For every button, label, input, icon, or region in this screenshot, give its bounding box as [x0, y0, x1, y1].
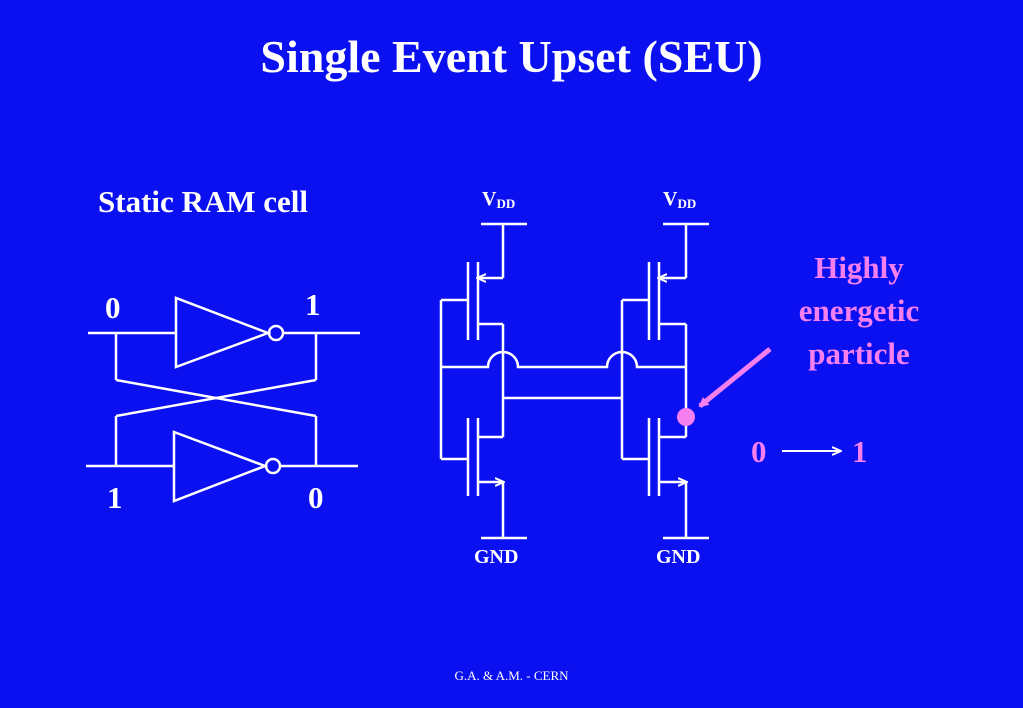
gnd-left-label: GND [474, 546, 519, 568]
footer-credit: G.A. & A.M. - CERN [454, 668, 569, 683]
particle-arrow [698, 347, 772, 408]
particle-line-1: Highly [814, 250, 904, 285]
inverter-top [174, 296, 272, 369]
strike-node-dot [677, 408, 695, 426]
flip-to-value: 1 [852, 434, 868, 469]
inverter-bottom [172, 430, 269, 503]
cross-wire-upper [441, 350, 686, 369]
particle-label: Highly energetic particle [770, 246, 948, 375]
top-right-bit: 1 [305, 287, 321, 322]
vdd-right-label: VDD [663, 188, 697, 211]
bottom-left-bit: 1 [107, 480, 123, 515]
vdd-left-label: VDD [482, 188, 516, 211]
cmos-circuit [439, 222, 709, 540]
sram-label: Static RAM cell [98, 184, 309, 219]
flip-from-value: 0 [751, 434, 767, 469]
gnd-right-label: GND [656, 546, 701, 568]
particle-line-2: energetic [798, 293, 920, 328]
particle-line-3: particle [808, 336, 910, 371]
slide-title: Single Event Upset (SEU) [260, 31, 763, 82]
sram-cell [86, 296, 360, 503]
bottom-right-bit: 0 [308, 480, 324, 515]
top-left-bit: 0 [105, 290, 121, 325]
